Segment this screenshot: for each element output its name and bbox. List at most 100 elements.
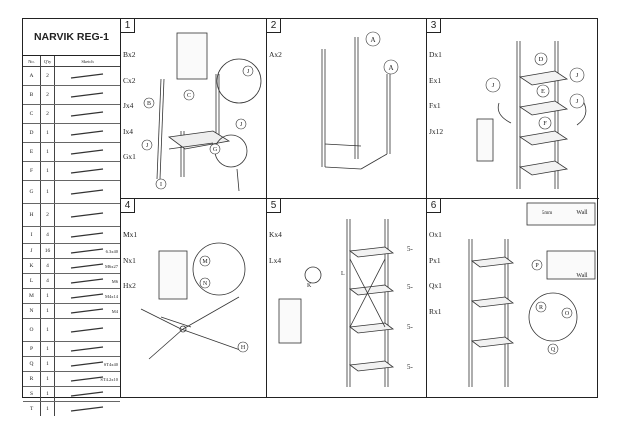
callout-label: J bbox=[576, 98, 579, 105]
part-qty: 16 bbox=[41, 244, 55, 258]
step-part: Jx4 bbox=[123, 101, 134, 110]
part-spec: M4 bbox=[111, 308, 118, 314]
part-sketch bbox=[70, 92, 103, 98]
part-qty: 1 bbox=[41, 143, 55, 161]
step-number: 5 bbox=[267, 199, 281, 213]
part-qty: 4 bbox=[41, 259, 55, 273]
step-6-illustration: 5mm Wall P Wall R O Q bbox=[468, 202, 596, 387]
step-parts-list: Ax2 bbox=[269, 34, 282, 77]
part-letter: N bbox=[23, 304, 41, 318]
part-sketch bbox=[70, 168, 103, 174]
part-letter: C bbox=[23, 105, 41, 123]
header-qty: Q'ty bbox=[41, 56, 55, 66]
part-letter: A bbox=[23, 67, 41, 85]
part-letter: B bbox=[23, 86, 41, 104]
step-part: Cx2 bbox=[123, 75, 136, 85]
step-number: 3 bbox=[427, 19, 441, 33]
part-letter: E bbox=[23, 143, 41, 161]
part-qty: 1 bbox=[41, 289, 55, 303]
step-part: Kx4 bbox=[269, 230, 282, 239]
part-letter: R bbox=[23, 372, 41, 386]
part-sketch bbox=[70, 278, 103, 284]
step-panel-3: 3 Dx1 Ex1 Fx1 Jx12 D E bbox=[427, 19, 599, 199]
header-sketch: Sketch bbox=[81, 58, 94, 64]
part-spec: ST4x40 bbox=[103, 361, 118, 367]
callout-label: E bbox=[541, 88, 545, 95]
step-number: 2 bbox=[267, 19, 281, 33]
part-letter: L bbox=[23, 274, 41, 288]
step-part: Qx1 bbox=[429, 281, 442, 290]
callout-label: P bbox=[535, 263, 539, 269]
part-sketch bbox=[70, 73, 103, 79]
step-parts-list: Dx1 Ex1 Fx1 Jx12 bbox=[429, 34, 443, 153]
part-sketch-cell bbox=[55, 67, 120, 85]
step-part: Hx2 bbox=[123, 281, 136, 290]
step-5-illustration: K L 5- 5- 5- 5- bbox=[278, 219, 414, 387]
callout-label: Q bbox=[551, 347, 556, 353]
callout-label: A bbox=[388, 64, 393, 72]
part-sketch bbox=[70, 406, 103, 412]
part-qty: 1 bbox=[41, 342, 55, 356]
part-qty: 1 bbox=[41, 124, 55, 142]
part-letter: Q bbox=[23, 357, 41, 371]
callout-label: I bbox=[160, 182, 162, 188]
part-sketch bbox=[70, 232, 103, 238]
part-sketch bbox=[70, 248, 103, 254]
callout-label: L bbox=[341, 271, 345, 277]
callout-label: J bbox=[492, 82, 495, 89]
callout-label: H bbox=[241, 345, 246, 351]
callout-label: 5- bbox=[407, 363, 414, 371]
part-qty: 4 bbox=[41, 274, 55, 288]
step-parts-list: Bx2 Cx2 Jx4 Ix4 Gx1 bbox=[123, 34, 136, 179]
part-qty: 2 bbox=[41, 105, 55, 123]
part-letter: K bbox=[23, 259, 41, 273]
part-letter: F bbox=[23, 162, 41, 180]
part-sketch bbox=[70, 293, 103, 299]
part-sketch-cell bbox=[55, 342, 120, 356]
callout-label: O bbox=[565, 311, 570, 317]
callout-label: R bbox=[539, 305, 543, 311]
callout-label: 5- bbox=[407, 245, 414, 253]
part-sketch-cell bbox=[55, 227, 120, 243]
part-qty: 1 bbox=[41, 304, 55, 318]
part-letter: P bbox=[23, 342, 41, 356]
step-panel-6: 6 Ox1 Px1 Qx1 Rx1 5mm Wall P bbox=[427, 199, 599, 397]
part-sketch-cell bbox=[55, 181, 120, 203]
step-part: Gx1 bbox=[123, 152, 136, 161]
callout-label: A bbox=[370, 36, 375, 44]
part-sketch bbox=[70, 189, 103, 195]
header-no: No. bbox=[23, 56, 41, 66]
part-spec: M6 bbox=[111, 278, 118, 284]
callout-label: K bbox=[307, 283, 312, 289]
part-sketch-cell bbox=[55, 143, 120, 161]
part-sketch-cell bbox=[55, 105, 120, 123]
step-part: Fx1 bbox=[429, 101, 441, 110]
part-sketch-cell: M4x14 bbox=[55, 289, 120, 303]
part-letter: I bbox=[23, 227, 41, 243]
step-1-illustration: J J B C J G I bbox=[141, 32, 262, 192]
callout-label: J bbox=[247, 69, 250, 75]
step-panel-1: 1 Bx2 Cx2 Jx4 Ix4 Gx1 bbox=[121, 19, 267, 199]
part-letter: M bbox=[23, 289, 41, 303]
part-sketch bbox=[70, 327, 103, 333]
step-part: Ox1 bbox=[429, 230, 442, 239]
part-spec: ST4.2x10 bbox=[100, 376, 118, 382]
part-qty: 2 bbox=[41, 67, 55, 85]
step-4-illustration: M N H bbox=[140, 242, 249, 360]
callout-label: J bbox=[146, 143, 149, 149]
part-sketch bbox=[70, 111, 103, 117]
callout-label: 5- bbox=[407, 323, 414, 331]
part-sketch bbox=[70, 376, 103, 382]
step-part: Ax2 bbox=[269, 50, 282, 59]
callout-label: Wall bbox=[576, 210, 588, 216]
step-number: 4 bbox=[121, 199, 135, 213]
step-number: 6 bbox=[427, 199, 441, 213]
